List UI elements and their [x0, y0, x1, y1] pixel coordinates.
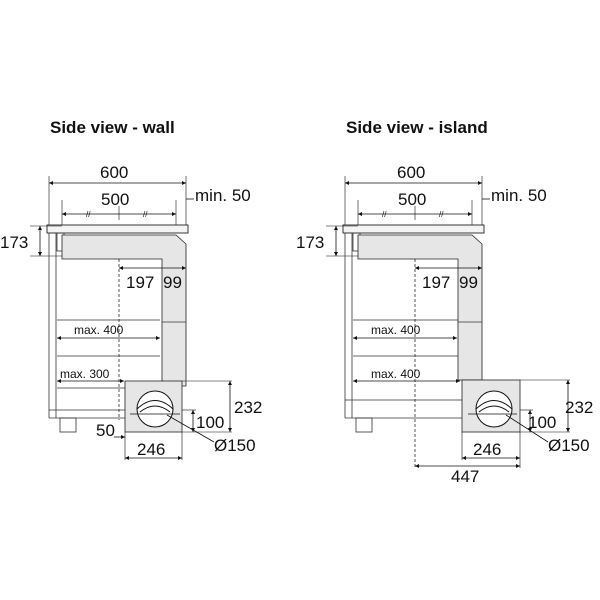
wall-fan-circle [136, 390, 174, 428]
island-max400a-label: max. 400 [371, 323, 421, 337]
island-tick-mark-2: // [439, 210, 444, 219]
wall-diameter-label: Ø150 [214, 436, 256, 455]
wall-side-view: Side view - wall 600 500 // // min. 50 1… [0, 118, 262, 460]
island-246-label: 246 [473, 440, 501, 459]
wall-title: Side view - wall [50, 118, 175, 137]
island-side-view: Side view - island 600 500 // // min. 50… [296, 118, 593, 486]
island-countertop [342, 224, 485, 234]
island-min50-label: min. 50 [491, 186, 547, 205]
island-500-label: 500 [398, 190, 426, 209]
island-max400b-label: max. 400 [371, 367, 421, 381]
wall-min50-label: min. 50 [195, 186, 251, 205]
island-99-label: 99 [459, 273, 478, 292]
island-173-label: 173 [296, 233, 324, 252]
island-600-label: 600 [397, 163, 425, 182]
wall-173-label: 173 [0, 233, 28, 252]
island-fan-circle [475, 390, 513, 428]
island-100-label: 100 [528, 413, 556, 432]
wall-max300-label: max. 300 [60, 367, 110, 381]
wall-246-label: 246 [137, 440, 165, 459]
wall-600-label: 600 [100, 163, 128, 182]
wall-tick-mark-2: // [143, 210, 148, 219]
wall-50-label: 50 [96, 421, 115, 440]
wall-countertop [46, 224, 189, 234]
island-tick-mark-1: // [382, 210, 387, 219]
wall-100-label: 100 [196, 413, 224, 432]
island-197-label: 197 [422, 273, 450, 292]
wall-max400-label: max. 400 [74, 323, 124, 337]
wall-99-label: 99 [163, 273, 182, 292]
island-cabinet-foot [355, 417, 373, 433]
island-447-label: 447 [451, 467, 479, 486]
island-title: Side view - island [346, 118, 488, 137]
island-diameter-label: Ø150 [548, 436, 590, 455]
wall-tick-mark-1: // [86, 210, 91, 219]
wall-232-label: 232 [234, 398, 262, 417]
island-duct-channel [357, 234, 483, 381]
wall-duct-channel [61, 234, 187, 387]
wall-197-label: 197 [126, 273, 154, 292]
wall-500-label: 500 [101, 190, 129, 209]
wall-cabinet-foot [59, 417, 77, 433]
island-232-label: 232 [565, 398, 593, 417]
